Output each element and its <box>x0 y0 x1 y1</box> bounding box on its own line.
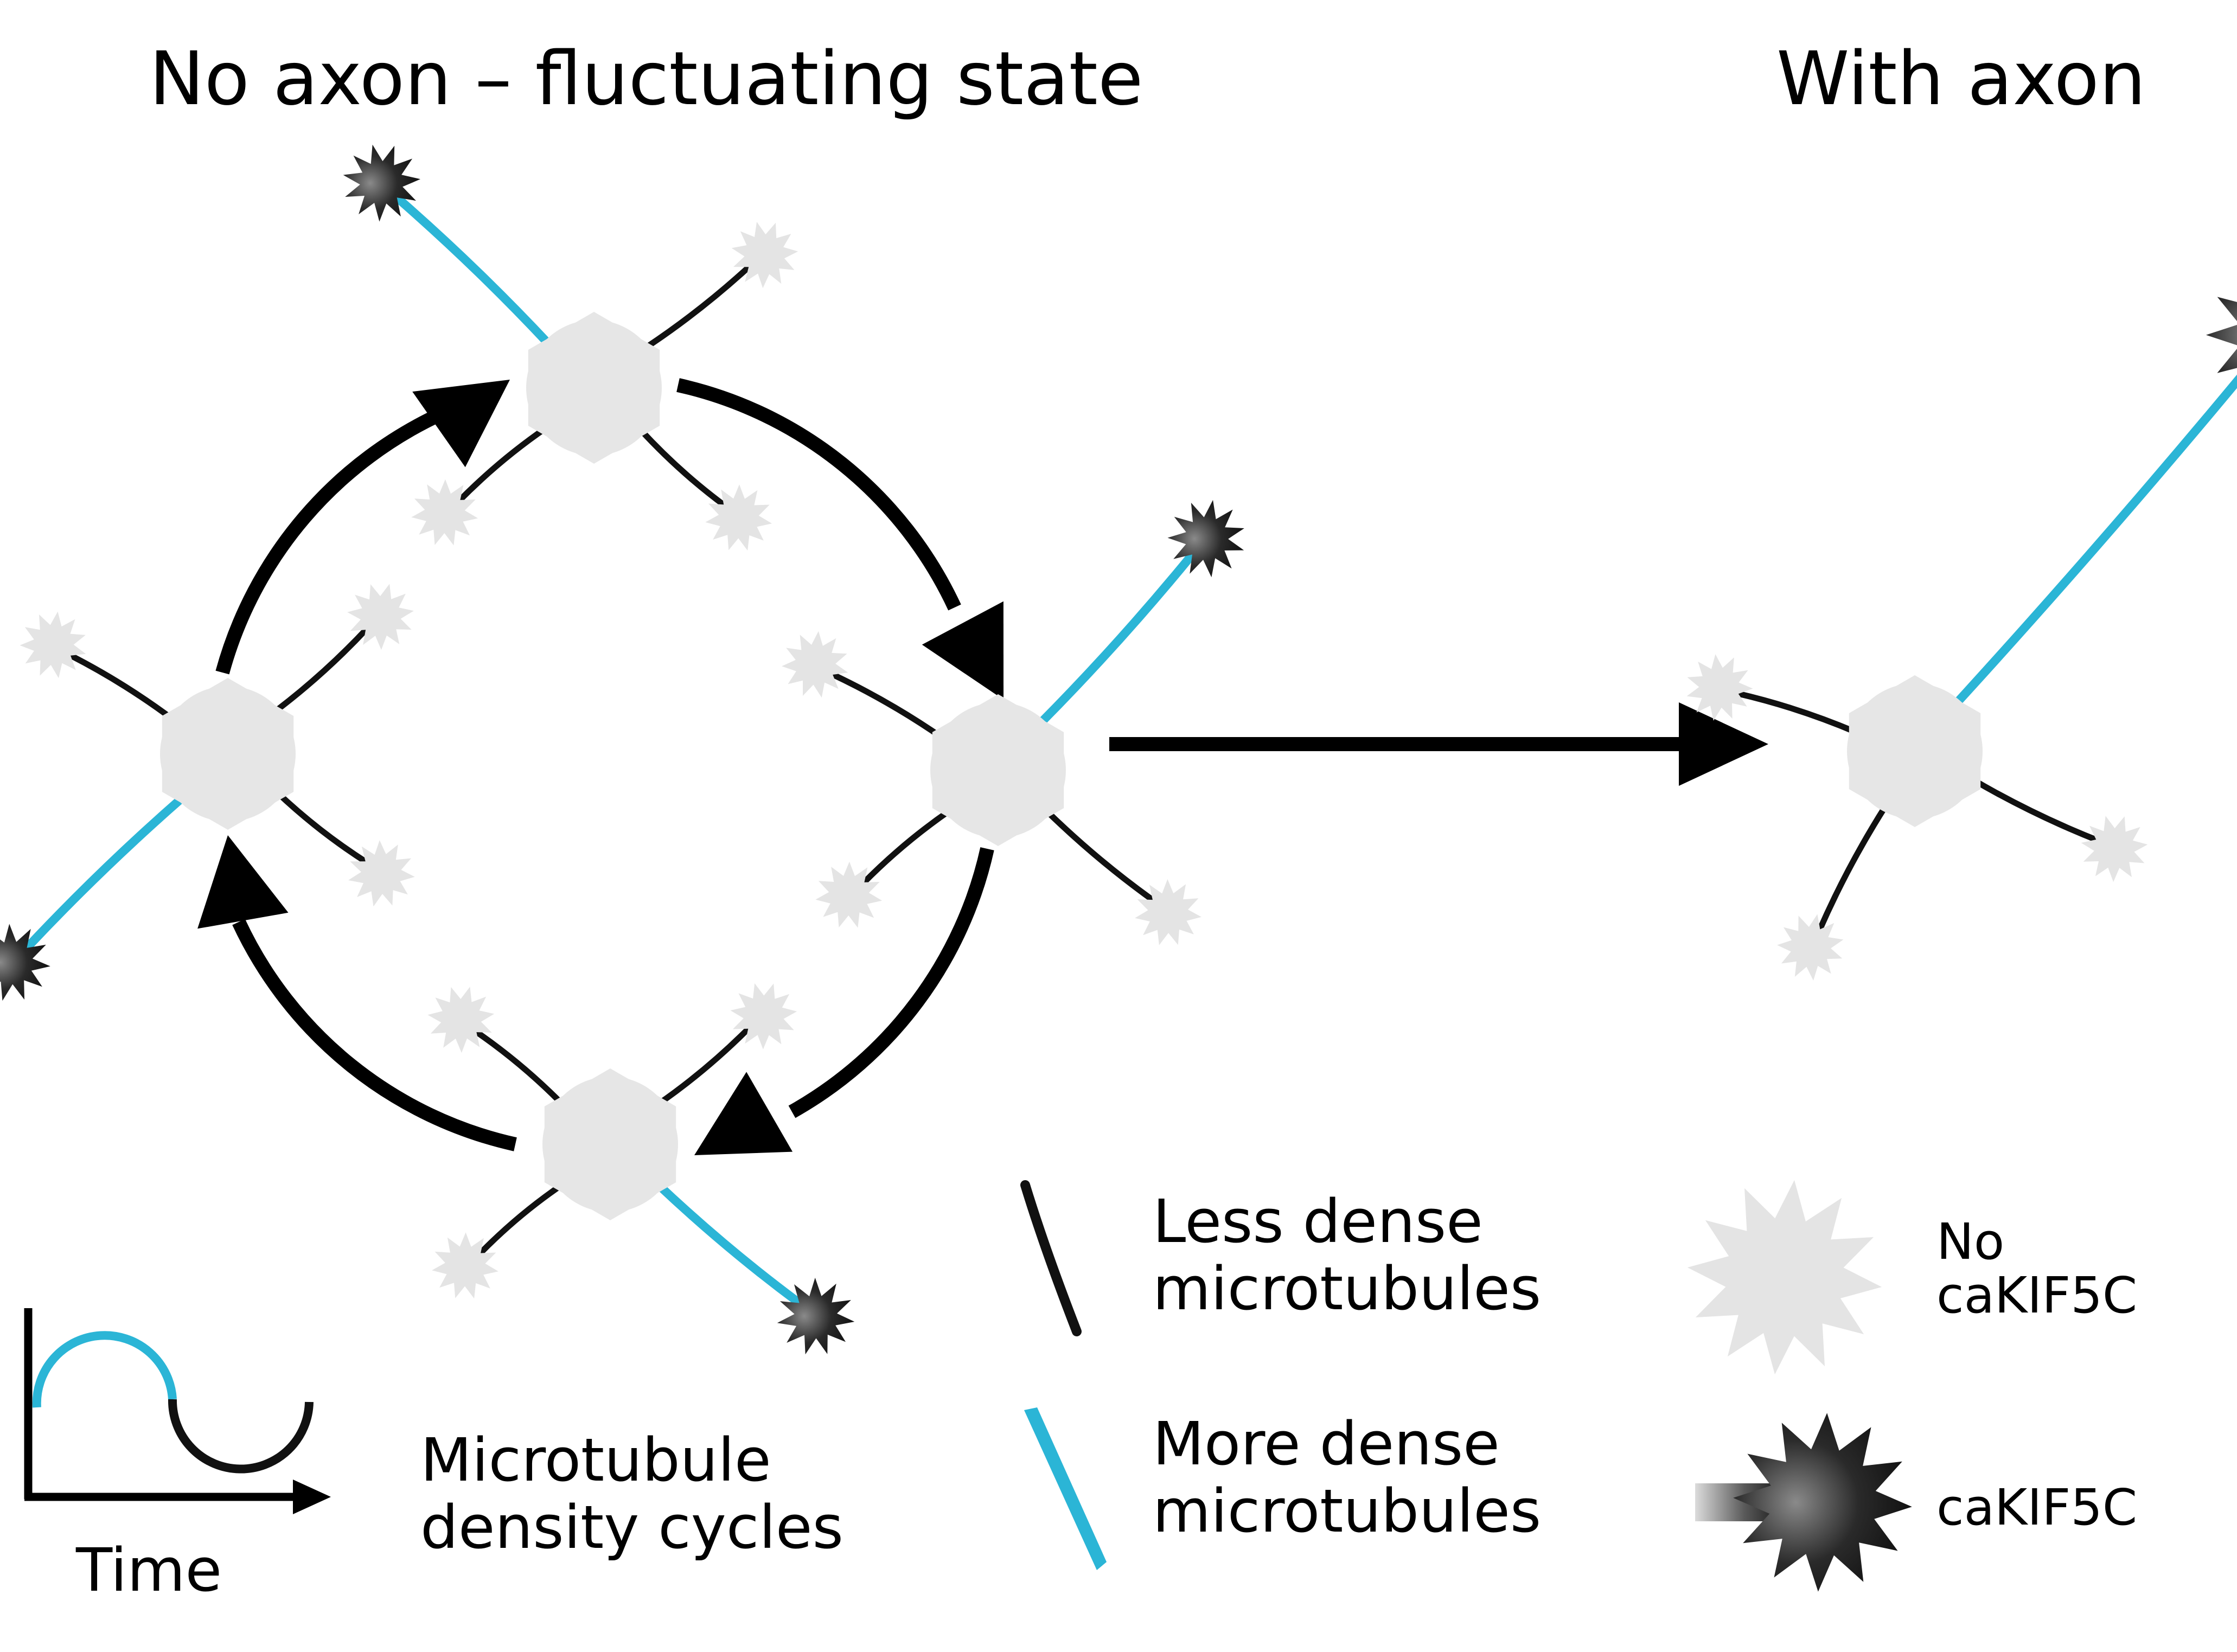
arrow-bottom-to-left <box>197 835 517 1151</box>
arrow-top-to-right <box>676 378 1004 700</box>
soma-body <box>526 320 662 456</box>
cakif5c-growth-cone-icon <box>2206 297 2237 373</box>
arrow-head <box>1679 702 1768 786</box>
time-axis-label: Time <box>76 1535 222 1605</box>
arrow-shaft <box>232 919 517 1151</box>
neuron-right <box>782 500 1244 945</box>
soma-body <box>542 1077 678 1212</box>
arrow-shaft <box>788 847 994 1118</box>
growth-cone-icon <box>1686 654 1753 721</box>
arrow-shaft <box>676 378 961 611</box>
soma-body <box>160 686 296 822</box>
legend-cakif5c-label: caKIF5C <box>1936 1478 2138 1536</box>
growth-cone-icon <box>1777 914 1844 981</box>
less-dense-neurite <box>274 789 370 866</box>
legend-less-dense-line <box>1020 1180 1082 1336</box>
legend-more-dense-label: More dense microtubules <box>1153 1409 1542 1546</box>
growth-cone-icon <box>731 222 798 289</box>
less-dense-neurite <box>456 425 549 504</box>
growth-cone-icon <box>411 479 478 546</box>
cakif5c-growth-cone-icon <box>777 1277 855 1355</box>
density-cycle-graph <box>24 1308 331 1514</box>
neuron-bottom <box>427 983 855 1355</box>
arrow-head <box>694 1072 793 1155</box>
graph-x-arrowhead-icon <box>293 1480 331 1514</box>
less-dense-neurite <box>860 807 954 887</box>
graph-dense-phase <box>32 1331 177 1408</box>
legend-graphics <box>24 1180 1912 1592</box>
cakif5c-growth-cone-icon <box>343 144 420 222</box>
legend-cakif5c-icon <box>1695 1413 1912 1592</box>
legend-more-dense-line <box>1024 1407 1107 1570</box>
growth-cone-icon <box>705 484 772 551</box>
cakif5c-growth-cone-icon <box>0 924 50 1001</box>
neuron-with-axon <box>1686 297 2237 981</box>
growth-cone-icon <box>782 631 848 698</box>
soma-body <box>1847 683 1983 819</box>
less-dense-neurite <box>476 1181 566 1257</box>
arrow-head <box>197 835 289 929</box>
growth-cone-icon <box>2081 816 2148 882</box>
growth-cone-icon <box>427 987 495 1053</box>
growth-cone-icon <box>347 584 414 650</box>
less-dense-neurite <box>271 625 370 715</box>
growth-cone-icon <box>815 861 883 928</box>
dense-microtubule-neurite <box>654 1180 804 1308</box>
legend-no-cakif5c-icon <box>1687 1180 1882 1375</box>
less-dense-neurite <box>472 1028 566 1107</box>
arrow-to-with-axon <box>1109 702 1768 786</box>
graph-less-dense-phase <box>168 1399 314 1474</box>
neuron-left <box>0 584 415 1001</box>
arrow-head <box>412 380 510 468</box>
title-no-axon: No axon – fluctuating state <box>149 36 1143 122</box>
soma-body <box>930 702 1066 838</box>
less-dense-neurite <box>1734 690 1859 735</box>
less-dense-neurite <box>637 426 728 509</box>
growth-cone-icon <box>20 611 86 678</box>
dense-microtubule-neurite <box>1951 374 2237 709</box>
less-dense-neurite <box>655 1025 753 1107</box>
title-with-axon: With axon <box>1776 36 2146 122</box>
cakif5c-growth-cone-icon <box>1167 500 1244 578</box>
arrow-right-to-bottom <box>694 847 994 1155</box>
less-dense-neurite <box>828 671 947 742</box>
growth-cone-icon <box>348 840 415 907</box>
less-dense-neurite <box>66 651 178 724</box>
legend-less-dense-label: Less dense microtubules <box>1153 1187 1542 1324</box>
arrow-head <box>922 601 1004 700</box>
cakif5c-cone <box>1733 1413 1912 1592</box>
less-dense-neurite <box>1043 807 1157 904</box>
dense-microtubule-neurite <box>1036 550 1197 728</box>
legend-no-cakif5c-label: No caKIF5C <box>1936 1213 2138 1325</box>
dense-microtubule-neurite <box>392 193 554 349</box>
arrow-left-to-top <box>215 380 510 675</box>
less-dense-neurite <box>1967 775 2101 843</box>
arrow-shaft <box>215 406 448 675</box>
legend-density-cycles-label: Microtubule density cycles <box>420 1425 843 1563</box>
growth-cone-icon <box>1135 879 1201 945</box>
cycle-arrows <box>197 378 1768 1155</box>
neurons <box>0 144 2237 1355</box>
less-dense-neurite <box>640 262 753 353</box>
neuron-top <box>343 144 798 551</box>
growth-cone-icon <box>730 983 797 1049</box>
less-dense-neurite <box>1816 803 1889 934</box>
dense-microtubule-neurite <box>22 792 188 952</box>
growth-cone-icon <box>432 1232 498 1299</box>
